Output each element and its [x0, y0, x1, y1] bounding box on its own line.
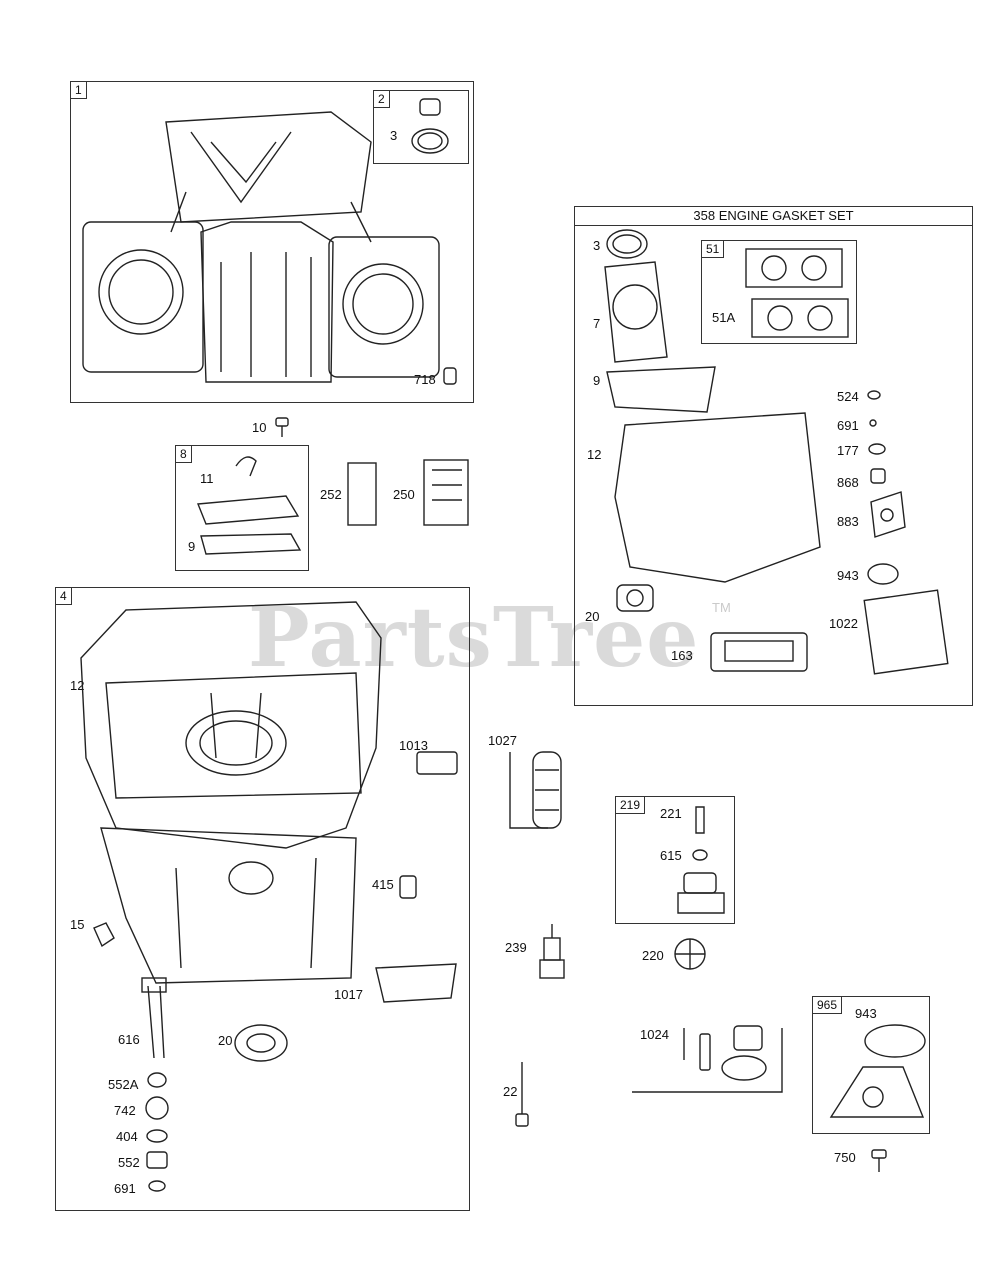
- callout-177: 177: [837, 443, 859, 458]
- box-tag-2: 2: [373, 90, 390, 108]
- callout-524: 524: [837, 389, 859, 404]
- callout-51A: 51A: [712, 310, 736, 325]
- callout-12-gasket: 12: [587, 447, 602, 462]
- part-box-2[interactable]: 2 3: [373, 90, 469, 164]
- callout-943-gasket: 943: [837, 568, 859, 583]
- callout-10: 10: [252, 420, 267, 435]
- callout-163: 163: [671, 648, 693, 663]
- callout-691-gasket: 691: [837, 418, 859, 433]
- box-tag-1: 1: [70, 81, 87, 99]
- callout-239: 239: [505, 940, 527, 955]
- watermark-trademark: TM: [712, 600, 731, 615]
- callout-252: 252: [320, 487, 342, 502]
- callout-868: 868: [837, 475, 859, 490]
- callout-1024: 1024: [640, 1027, 669, 1042]
- callout-9-box8: 9: [188, 539, 196, 554]
- callout-20-crankcase: 20: [218, 1033, 233, 1048]
- callout-250: 250: [393, 487, 415, 502]
- callout-691-crankcase: 691: [114, 1181, 136, 1196]
- cover-assembly-illustration: [829, 1024, 926, 1118]
- callout-15: 15: [70, 917, 85, 932]
- callout-742: 742: [114, 1103, 136, 1118]
- cylinder-block-illustration: [82, 111, 440, 383]
- gasket-set-illustrations: [604, 229, 949, 675]
- part-box-8[interactable]: 8 11 9: [175, 445, 309, 571]
- callout-616: 616: [118, 1032, 140, 1047]
- governor-assembly-illustration: [677, 806, 725, 914]
- callout-12-crankcase: 12: [70, 678, 85, 693]
- callout-9-gasket: 9: [593, 373, 601, 388]
- callout-1022: 1022: [829, 616, 858, 631]
- box-tag-8: 8: [175, 445, 192, 463]
- callout-552: 552: [118, 1155, 140, 1170]
- breather-assembly-illustration: [197, 456, 302, 555]
- callout-7: 7: [593, 316, 601, 331]
- callout-750: 750: [834, 1150, 856, 1165]
- part-box-219[interactable]: 219 221 615: [615, 796, 735, 924]
- callout-404: 404: [116, 1129, 138, 1144]
- plug-icon: [443, 367, 457, 385]
- engine-gasket-set-box[interactable]: 358 ENGINE GASKET SET 3 7 9 12 20 163 52…: [574, 206, 973, 706]
- callout-1013: 1013: [399, 738, 428, 753]
- callout-22: 22: [503, 1084, 518, 1099]
- callout-11: 11: [200, 471, 214, 486]
- callout-552A: 552A: [108, 1077, 139, 1092]
- part-box-965[interactable]: 965 943: [812, 996, 930, 1134]
- part-box-1[interactable]: 1 718: [70, 81, 474, 403]
- callout-220: 220: [642, 948, 664, 963]
- callout-3-seal: 3: [390, 128, 398, 143]
- box-tag-51: 51: [701, 240, 725, 258]
- callout-615: 615: [660, 848, 682, 863]
- seal-ring-icon: [411, 98, 449, 154]
- box-tag-965: 965: [812, 996, 843, 1014]
- watermark: PartsTree: [248, 590, 700, 686]
- head-gasket-pair-icon: [745, 248, 849, 338]
- callout-415: 415: [372, 877, 394, 892]
- part-box-4[interactable]: 4 12 1013 415 15 1017 616 20 552A 742 40…: [55, 587, 470, 1211]
- crankcase-illustration: [80, 601, 458, 1192]
- callout-1027: 1027: [488, 733, 517, 748]
- box-tag-4: 4: [55, 587, 72, 605]
- part-box-51[interactable]: 51 51A: [701, 240, 857, 344]
- callout-883: 883: [837, 514, 859, 529]
- callout-1017: 1017: [334, 987, 363, 1002]
- box-tag-219: 219: [615, 796, 646, 814]
- gasket-set-title: 358 ENGINE GASKET SET: [575, 207, 972, 226]
- callout-221: 221: [660, 806, 682, 821]
- callout-20-gasket: 20: [585, 609, 600, 624]
- callout-3-gasket: 3: [593, 238, 601, 253]
- callout-943-cover: 943: [855, 1006, 877, 1021]
- callout-718: 718: [414, 372, 436, 387]
